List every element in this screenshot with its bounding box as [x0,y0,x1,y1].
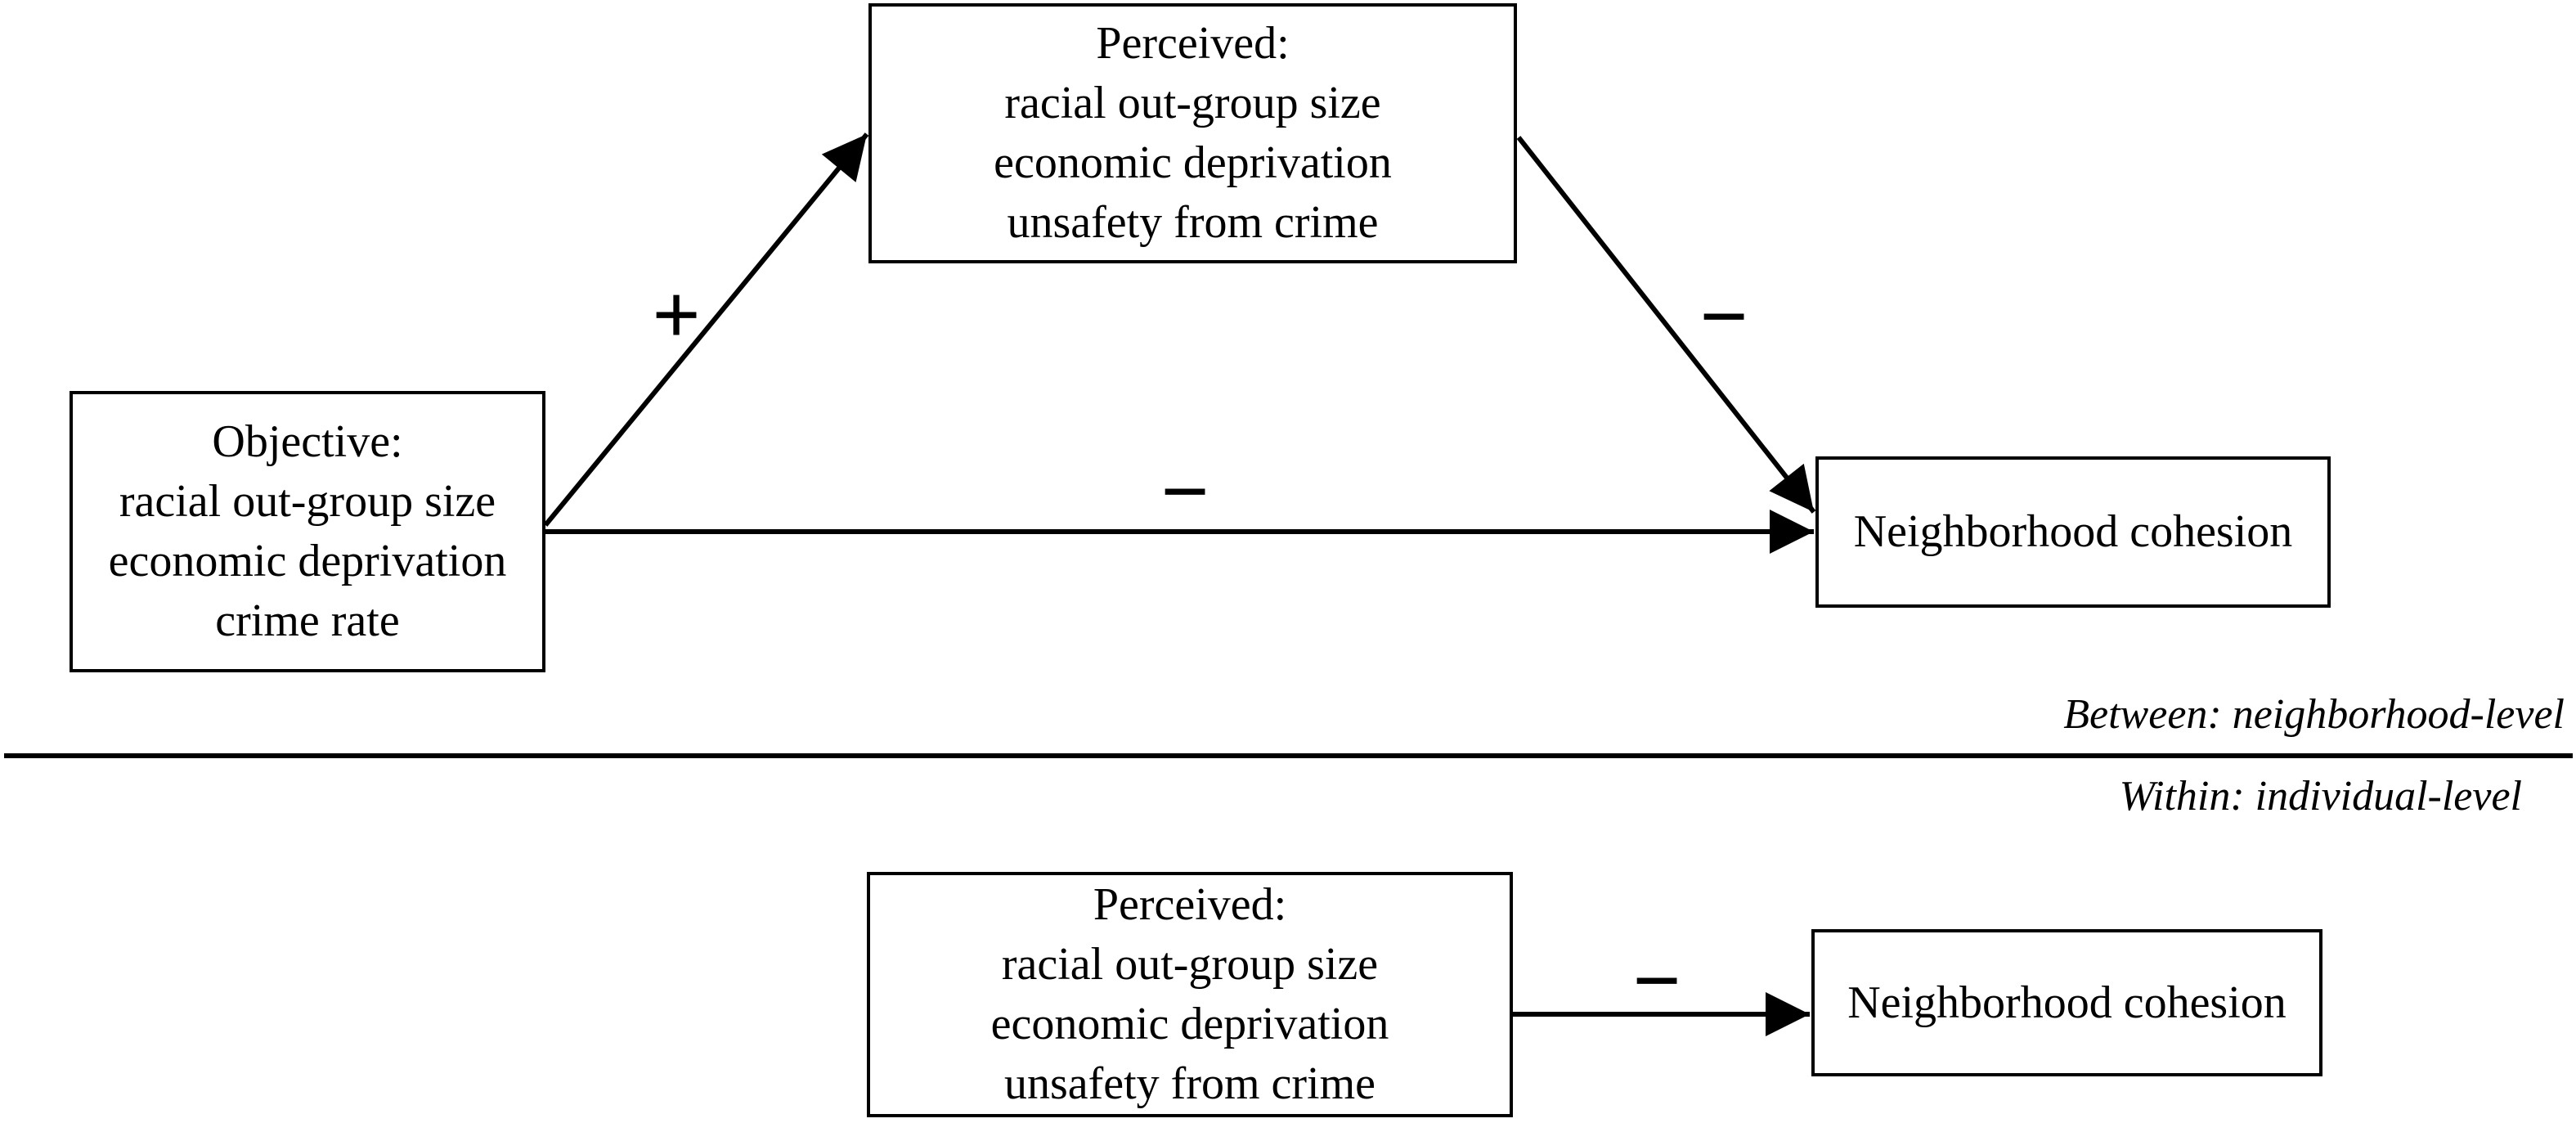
box-text-line: racial out-group size [119,476,496,528]
box-text-line: Perceived: [1093,879,1287,931]
minus-sign-label-direct: − [1160,443,1209,539]
box-text-line: unsafety from crime [1003,1058,1376,1109]
box-text-line: unsafety from crime [1007,196,1379,248]
box-text-line: Neighborhood cohesion [1853,506,2293,558]
cohesion-within-box: Neighborhood cohesion [1811,929,2322,1076]
plus-sign-label: + [652,267,701,362]
cohesion-between-box: Neighborhood cohesion [1815,456,2331,608]
arrow-objective-to-perceived [543,133,869,527]
box-text-line: racial out-group size [1004,78,1381,129]
minus-sign-label-mediated: − [1699,268,1748,364]
box-text-line: economic deprivation [990,999,1389,1049]
minus-sign-label-within: − [1632,932,1681,1028]
objective-box: Objective: racial out-group size economi… [70,391,545,672]
within-level-label: Within: individual-level [2119,773,2522,820]
box-text-line: economic deprivation [994,137,1392,188]
box-text-line: crime rate [215,595,400,646]
box-text-line: economic deprivation [108,536,507,586]
box-text-line: Neighborhood cohesion [1847,977,2287,1028]
between-level-label: Between: neighborhood-level [2063,691,2565,738]
box-text-line: Objective: [212,416,403,468]
arrow-perceived-to-cohesion [1516,136,1816,514]
box-text-line: Perceived: [1096,18,1290,70]
perceived-between-box: Perceived: racial out-group size economi… [868,3,1517,263]
box-text-line: racial out-group size [1001,939,1379,990]
perceived-within-box: Perceived: racial out-group size economi… [867,872,1513,1117]
